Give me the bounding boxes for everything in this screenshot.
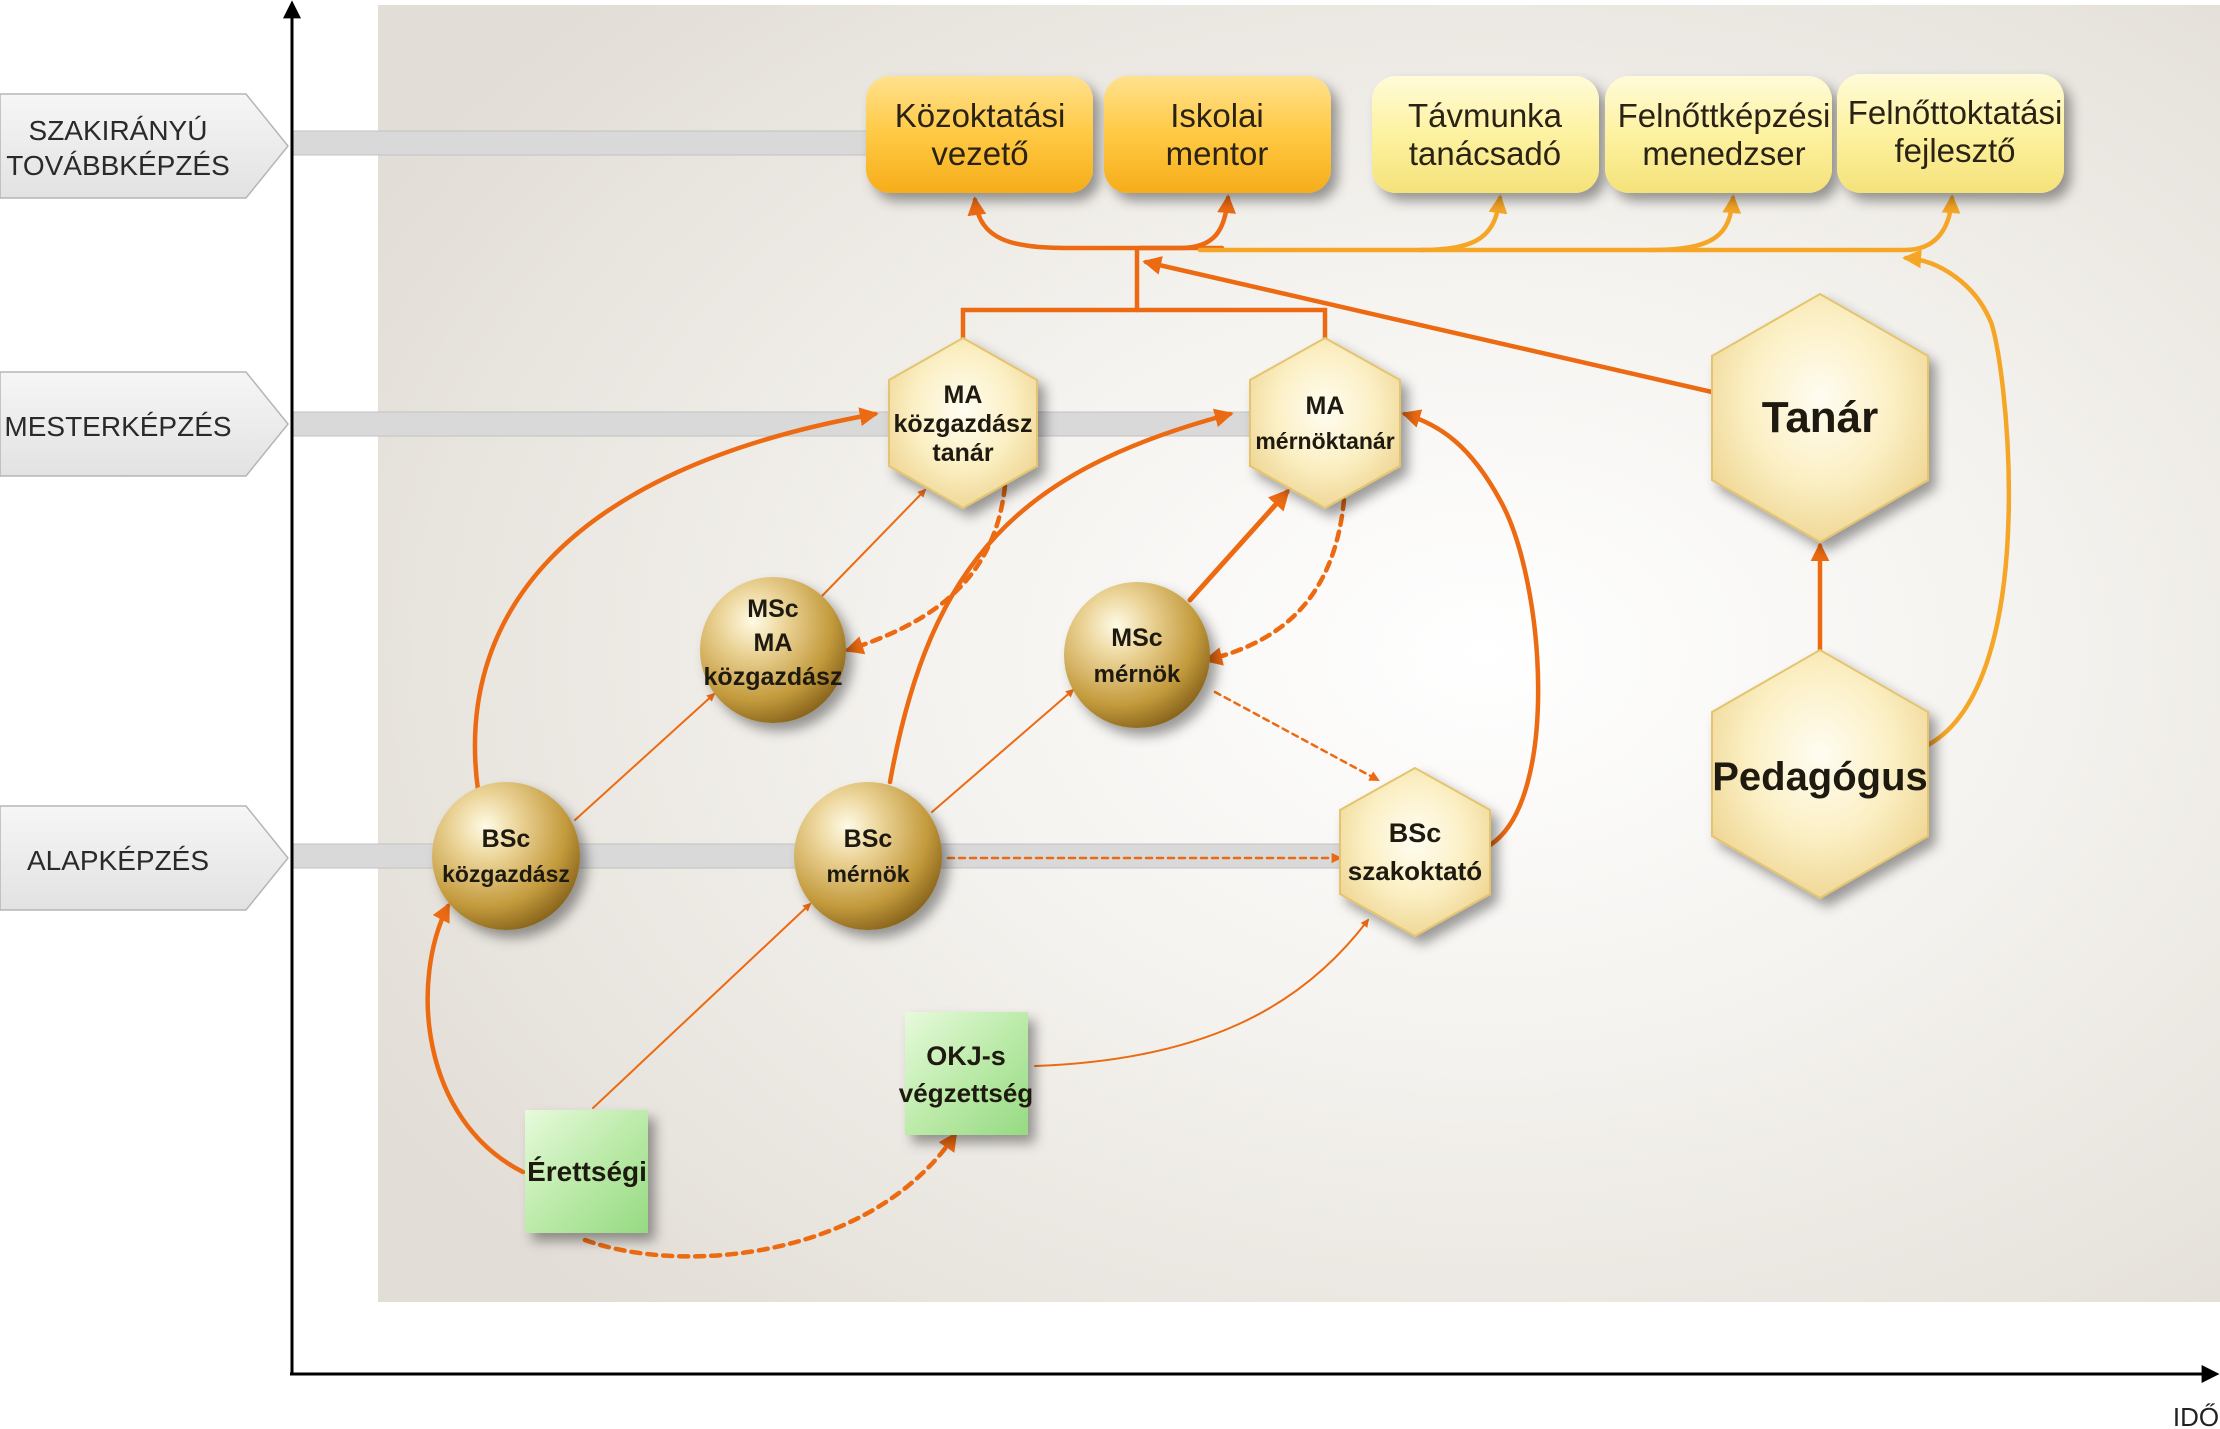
- top-box-iskolai-mentor: Iskolai mentor: [1104, 76, 1331, 193]
- box-text-tavmunka-2: tanácsadó: [1409, 135, 1561, 172]
- sphere-text-msc-mernok-2: mérnök: [1094, 661, 1181, 688]
- arrow-pedagogus-to-fejleszto: [1902, 249, 2012, 748]
- level-label-mester: MESTERKÉPZÉS: [0, 371, 289, 477]
- hex-text-ma-mernok-2: mérnöktanár: [1255, 428, 1394, 454]
- arrow-tanar-to-top: [1142, 256, 1715, 395]
- sphere-msc-mernok: MSc mérnök: [1064, 582, 1210, 728]
- level-label-szakiranyu: SZAKIRÁNYÚ TOVÁBBKÉPZÉS: [0, 93, 289, 199]
- box-text-kozoktatasi-1: Közoktatási: [895, 97, 1066, 134]
- ma-bracket: [960, 307, 1328, 343]
- arrow-bsc-kozg-to-ma-kozg: [472, 407, 879, 793]
- square-text-okj-2: végzettség: [899, 1078, 1033, 1108]
- square-text-okj-1: OKJ-s: [926, 1041, 1006, 1071]
- arrow-okj-to-bsc-szakoktato: [1034, 918, 1370, 1067]
- top-box-kozoktatasi-vezeto: Közoktatási vezető: [866, 76, 1093, 193]
- hex-text-ma-kozg-1: MA: [944, 381, 983, 409]
- band-szakiranyu: [291, 130, 871, 156]
- box-text-felnottoktatasi-2: fejlesztő: [1894, 132, 2015, 169]
- arrow-to-tavmunka: [1417, 194, 1508, 253]
- hex-text-tanar: Tanár: [1762, 393, 1879, 442]
- arrow-erettsegi-to-bsc-kozg: [425, 902, 526, 1175]
- hex-text-ma-kozg-2: közgazdász: [894, 410, 1033, 438]
- square-text-erettsegi: Érettségi: [527, 1156, 647, 1187]
- sphere-text-msc-kozg-3: közgazdász: [704, 663, 843, 691]
- sphere-text-bsc-kozg-2: közgazdász: [442, 861, 570, 887]
- arrow-erettsegi-to-bsc-mernok: [592, 902, 812, 1109]
- hex-ma-mernoktanar: MA mérnöktanár: [1249, 336, 1401, 510]
- arrow-to-felnottkepzesi: [1647, 194, 1742, 253]
- sphere-text-msc-mernok-1: MSc: [1111, 624, 1163, 652]
- hex-bsc-szakoktato: BSc szakoktató: [1339, 766, 1491, 938]
- level-text-alap: ALAPKÉPZÉS: [27, 845, 209, 876]
- box-text-iskolai-1: Iskolai: [1170, 97, 1264, 134]
- top-box-felnottkepzesi-menedzser: Felnőttképzési menedzser: [1605, 76, 1832, 193]
- box-text-felnottoktatasi-1: Felnőttoktatási: [1848, 94, 2063, 131]
- hex-ma-kozgazdasz-tanar: MA közgazdász tanár: [888, 336, 1038, 510]
- hex-text-pedagogus: Pedagógus: [1712, 755, 1928, 799]
- square-erettsegi: Érettségi: [525, 1110, 648, 1233]
- dist-line-dark: [967, 196, 1225, 251]
- hex-text-ma-mernok-1: MA: [1306, 392, 1345, 420]
- arrow-bsc-kozg-to-msc-kozg: [574, 692, 716, 821]
- box-text-iskolai-2: mentor: [1166, 135, 1269, 172]
- arrow-msc-mernok-to-ma-mernoktanar: [1187, 488, 1290, 603]
- level-text-szakiranyu-2: TOVÁBBKÉPZÉS: [6, 150, 230, 181]
- connectors: [425, 194, 2012, 1259]
- level-text-mester: MESTERKÉPZÉS: [4, 411, 231, 442]
- sphere-text-bsc-kozg-1: BSc: [482, 825, 531, 853]
- square-okj: OKJ-s végzettség: [899, 1012, 1033, 1135]
- band-mester: [291, 411, 1261, 437]
- hex-text-bsc-szak-1: BSc: [1389, 818, 1442, 848]
- hex-tanar: Tanár: [1711, 292, 1929, 544]
- box-text-felnottkepzesi-1: Felnőttképzési: [1618, 97, 1831, 134]
- hex-pedagogus: Pedagógus: [1711, 648, 1929, 900]
- dashed-ma-mernoktanar-to-msc-mernok: [1203, 497, 1347, 666]
- box-text-kozoktatasi-2: vezető: [931, 135, 1028, 172]
- arrow-bsc-szakoktato-to-ma-mernoktanar: [1401, 409, 1541, 848]
- box-text-tavmunka-1: Távmunka: [1408, 97, 1563, 134]
- arrow-bsc-mernok-to-msc-mernok: [931, 688, 1075, 813]
- dotted-msc-mernok-to-bsc-szakoktato: [1213, 690, 1380, 782]
- dashed-erettsegi-to-okj: [582, 1131, 958, 1259]
- sphere-bsc-mernok: BSc mérnök: [794, 782, 942, 930]
- sphere-text-msc-kozg-2: MA: [754, 629, 793, 657]
- level-label-alap: ALAPKÉPZÉS: [0, 805, 289, 911]
- arrow-to-iskolai-mentor: [1137, 194, 1236, 251]
- arrow-bsc-mernok-to-ma-mernoktanar: [887, 408, 1234, 785]
- sphere-bsc-kozgazdasz: BSc közgazdász: [432, 782, 580, 930]
- sphere-text-bsc-mernok-2: mérnök: [826, 861, 909, 887]
- level-text-szakiranyu-1: SZAKIRÁNYÚ: [29, 115, 208, 146]
- line-msc-kozg-to-ma-kozg: [821, 488, 927, 597]
- sphere-text-msc-kozg-1: MSc: [747, 595, 799, 623]
- top-box-tavmunka-tanacsado: Távmunka tanácsadó: [1372, 76, 1599, 193]
- top-box-felnottoktatasi-fejleszto: Felnőttoktatási fejlesztő: [1837, 74, 2064, 193]
- hex-text-bsc-szak-2: szakoktató: [1348, 856, 1482, 886]
- sphere-msc-ma-kozgazdasz: MSc MA közgazdász: [700, 577, 846, 723]
- x-axis-label: IDŐ: [2173, 1402, 2219, 1429]
- box-text-felnottkepzesi-2: menedzser: [1642, 135, 1805, 172]
- hex-text-ma-kozg-3: tanár: [932, 439, 993, 467]
- background-panel: [378, 5, 2220, 1302]
- sphere-text-bsc-mernok-1: BSc: [844, 825, 893, 853]
